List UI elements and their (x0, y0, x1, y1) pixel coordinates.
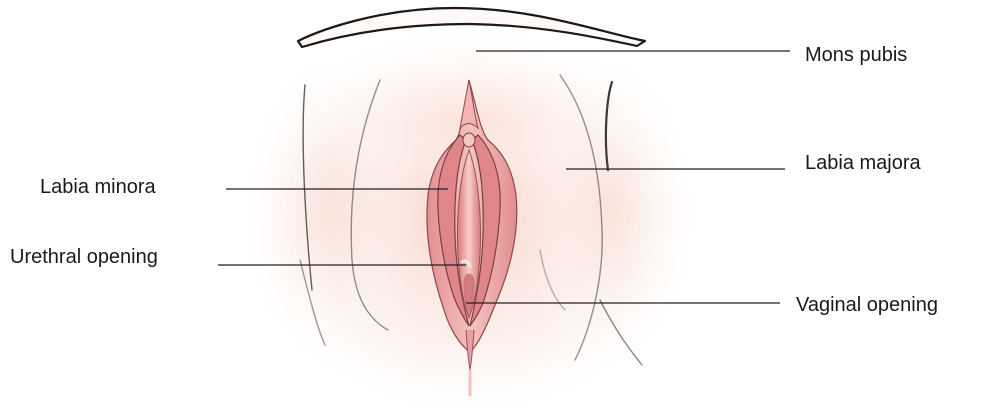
label-urethral-opening: Urethral opening (10, 245, 158, 269)
label-vaginal-opening: Vaginal opening (796, 293, 938, 317)
label-labia-minora: Labia minora (40, 175, 156, 199)
label-labia-majora: Labia majora (805, 151, 921, 175)
label-mons-pubis: Mons pubis (805, 43, 907, 67)
